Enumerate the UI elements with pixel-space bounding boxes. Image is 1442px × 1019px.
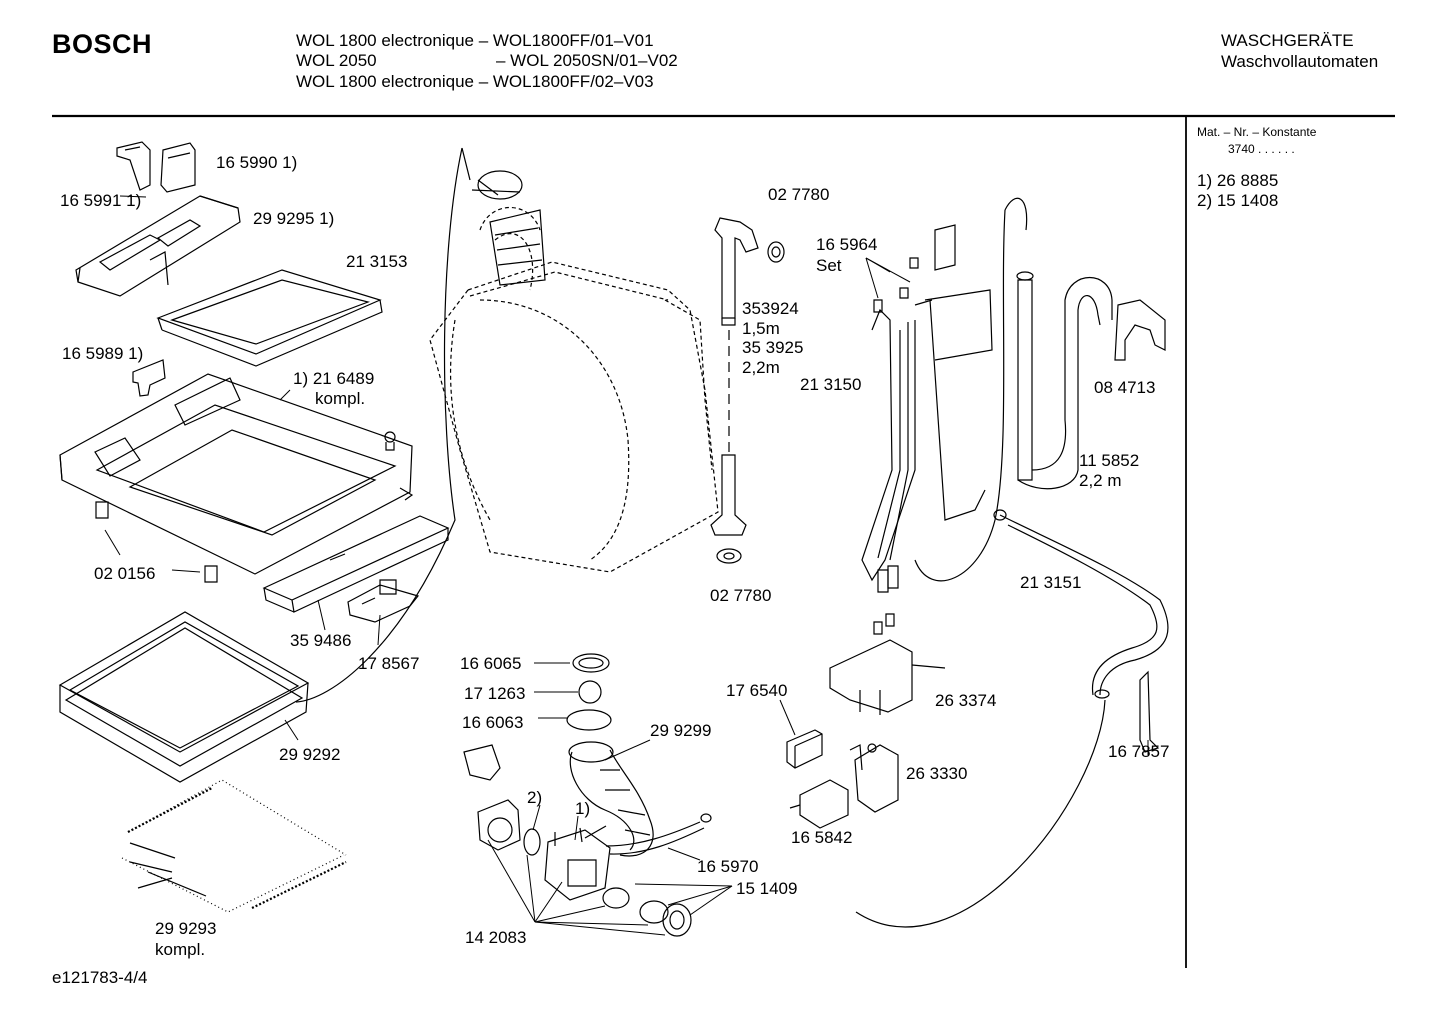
thin-hose-left [296,148,462,702]
part-label: 16 5842 [791,828,853,847]
model-line-3: WOL 1800 electronique – WOL1800FF/02–V03 [296,72,654,91]
part-label: 29 9299 [650,721,712,740]
thin-hose-top [462,148,470,180]
part-label: 353924 [742,299,799,318]
part-label: 2,2m [742,358,780,377]
part-label: 14 2083 [465,928,527,947]
door-lock-part [348,580,418,622]
small-clip-part [133,360,165,396]
part-label: 16 5990 1) [216,153,298,172]
sidebar-note-1: 1) 26 8885 [1197,171,1279,190]
part-label: 1,5m [742,319,780,338]
part-label: 2) [527,788,543,807]
part-label: 17 8567 [358,654,420,673]
lid-hinge-bar [264,516,448,612]
part-label: 2,2 m [1079,471,1122,490]
drawer-housing [158,270,382,366]
part-label: 16 6065 [460,654,522,673]
part-label: 16 5991 1) [60,191,142,210]
subcategory-title: Waschvollautomaten [1221,52,1379,71]
tub-bellows [472,171,545,285]
part-label: 16 5970 [697,857,759,876]
part-label: 1) 21 6489 [293,369,375,388]
sidebar-constant: 3740 . . . . . . [1228,142,1295,156]
filter-parts-151409 [603,888,691,936]
spring-set [122,780,346,912]
part-label: 35 3925 [742,338,804,357]
model-line-1: WOL 1800 electronique – WOL1800FF/01–V01 [296,31,654,50]
part-label: 21 3151 [1020,573,1082,592]
part-label: 29 9295 1) [253,209,335,228]
part-label: 16 6063 [462,713,524,732]
inlet-manifold [862,198,1027,592]
sump-hose-299299 [569,742,653,856]
lid-gasket [60,612,308,782]
part-label: 11 5852 [1079,451,1140,470]
part-label: 21 3150 [800,375,862,394]
drain-hose [1017,272,1112,489]
part-label: 26 3374 [935,691,997,710]
model-line-2-name: WOL 2050 [296,51,377,70]
part-label: 29 9292 [279,745,341,764]
gasket-166065 [573,654,609,672]
category-title: WASCHGERÄTE [1221,31,1354,50]
ball-171263 [579,681,601,703]
pump-motor [464,745,520,850]
part-label: 16 5964 [816,235,878,254]
seal-2 [524,829,540,855]
valve-263374 [830,614,945,715]
part-label: kompl. [155,940,206,959]
drawing-code: e121783-4/4 [52,968,148,987]
part-label: 15 1409 [736,879,798,898]
part-label: 35 9486 [290,631,352,650]
detergent-drawer [76,196,240,296]
small-hose-165970 [606,814,711,854]
hose-clip-167857 [1140,672,1158,752]
part-label: 16 7857 [1108,742,1170,761]
interference-filter-176540 [787,730,822,768]
part-label: 17 6540 [726,681,788,700]
brand-logo: BOSCH [52,29,153,59]
part-label: 16 5989 1) [62,344,144,363]
part-label: Set [816,256,842,275]
leader-lines [105,196,1148,935]
part-label: kompl. [315,389,366,408]
inlet-pipe [711,218,784,563]
valve-263330 [850,744,898,812]
drawer-handle-part [117,142,150,190]
hose-213151 [856,510,1168,927]
top-cover-frame [60,374,412,574]
clip-020156 [96,502,217,582]
wash-tub [430,208,718,573]
sidebar-note-2: 2) 15 1408 [1197,191,1279,210]
part-label: 02 7780 [710,586,772,605]
part-label: 1) [575,799,591,818]
part-label: 29 9293 [155,919,217,938]
model-line-2-code: – WOL 2050SN/01–V02 [496,51,678,70]
pump-housing [545,826,610,900]
hose-bracket [1115,300,1165,360]
part-label: 02 0156 [94,564,156,583]
part-label: 26 3330 [906,764,968,783]
part-label: 08 4713 [1094,378,1156,397]
part-label: 02 7780 [768,185,830,204]
part-label: 17 1263 [464,684,526,703]
drawer-cap-part [161,143,195,192]
gasket-166063 [567,710,611,730]
filter-165842 [790,780,848,828]
sidebar-heading: Mat. – Nr. – Konstante [1197,125,1317,139]
part-label: 21 3153 [346,252,408,271]
